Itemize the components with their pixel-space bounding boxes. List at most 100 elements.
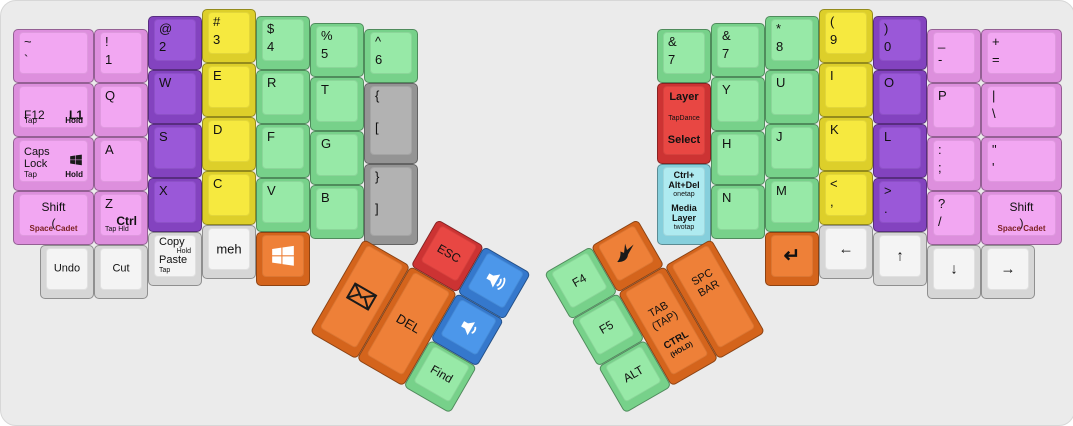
key-r[interactable]: R — [256, 69, 310, 124]
key-caps-lock-label: Lock — [24, 158, 48, 171]
key-v[interactable]: V — [256, 177, 310, 232]
key-b[interactable]: B — [310, 184, 364, 239]
key-mail[interactable] — [310, 238, 411, 360]
key-enter[interactable]: ↵ — [765, 231, 819, 286]
key-s[interactable]: S — [148, 123, 202, 178]
key-tilde-label: ` — [24, 52, 29, 68]
key-h[interactable]: H — [711, 130, 765, 185]
key-o-cap: O — [879, 72, 921, 115]
key-arrow-down[interactable]: ↓ — [927, 245, 981, 300]
key-comma-cap: <, — [825, 174, 867, 216]
key-arrow-up[interactable]: ↑ — [873, 231, 927, 286]
key-l[interactable]: L — [873, 123, 927, 178]
key-j[interactable]: J — [765, 123, 819, 178]
key-5[interactable]: %5 — [310, 22, 364, 77]
key-6-label: ^ — [375, 34, 382, 50]
key-right-shift-cap: Shift)Space Cadet — [987, 194, 1056, 237]
key-quote[interactable]: "' — [981, 137, 1062, 192]
key-p[interactable]: P — [927, 83, 981, 138]
key-k[interactable]: K — [819, 117, 873, 171]
key-u[interactable]: U — [765, 69, 819, 124]
key-slash[interactable]: ?/ — [927, 191, 981, 246]
key-z-ctrl-label: Ctrl — [116, 214, 137, 229]
key-left-bracket-label: { — [375, 88, 380, 104]
key-6-cap: ^6 — [370, 32, 412, 75]
key-volume-down[interactable] — [430, 292, 505, 367]
key-d-cap: D — [208, 120, 250, 162]
key-7-inner[interactable]: &7 — [657, 29, 711, 84]
key-cut[interactable]: Cut — [94, 245, 148, 300]
key-1[interactable]: !1 — [94, 29, 148, 84]
key-arrow-left[interactable]: ← — [819, 225, 873, 279]
key-left-bracket[interactable]: {[ — [364, 83, 418, 165]
key-l-cap: L — [879, 126, 921, 169]
key-w[interactable]: W — [148, 69, 202, 124]
key-minus[interactable]: _- — [927, 29, 981, 84]
key-f-cap: F — [262, 126, 304, 169]
key-left-shift[interactable]: Shift(Space Cadet — [13, 191, 94, 246]
key-6[interactable]: ^6 — [364, 29, 418, 84]
key-r-cap: R — [262, 72, 304, 115]
key-meh[interactable]: meh — [202, 225, 256, 279]
vol-high-icon — [480, 264, 513, 297]
key-3[interactable]: #3 — [202, 9, 256, 63]
key-ctrl-alt-del-media-label: onetap — [673, 191, 695, 199]
key-4[interactable]: $4 — [256, 15, 310, 70]
key-g[interactable]: G — [310, 130, 364, 185]
key-left-bracket-label: [ — [375, 120, 379, 136]
key-comma[interactable]: <, — [819, 171, 873, 225]
key-e[interactable]: E — [202, 63, 256, 117]
key-caps-lock-label: Tap — [24, 170, 37, 180]
key-m[interactable]: M — [765, 177, 819, 232]
key-x[interactable]: X — [148, 177, 202, 232]
key-0[interactable]: )0 — [873, 15, 927, 70]
key-c[interactable]: C — [202, 171, 256, 225]
key-2[interactable]: @2 — [148, 15, 202, 70]
key-q[interactable]: Q — [94, 83, 148, 138]
key-right-bracket[interactable]: }] — [364, 164, 418, 246]
key-arrow-right[interactable]: → — [981, 245, 1035, 300]
key-tilde[interactable]: ~` — [13, 29, 94, 84]
key-v-label: V — [267, 182, 276, 198]
key-7[interactable]: &7 — [711, 22, 765, 77]
key-bird[interactable] — [590, 218, 665, 293]
key-volume-up[interactable] — [457, 245, 532, 320]
key-o[interactable]: O — [873, 69, 927, 124]
key-y-label: Y — [722, 81, 731, 97]
key-right-shift[interactable]: Shift)Space Cadet — [981, 191, 1062, 246]
key-a[interactable]: A — [94, 137, 148, 192]
key-9[interactable]: (9 — [819, 9, 873, 63]
win-white-icon — [270, 243, 296, 269]
key-period[interactable]: >. — [873, 177, 927, 232]
key-undo[interactable]: Undo — [40, 245, 94, 300]
key-backslash[interactable]: |\ — [981, 83, 1062, 138]
key-d[interactable]: D — [202, 117, 256, 171]
key-n-cap: N — [717, 187, 759, 230]
key-j-label: J — [776, 128, 783, 144]
key-t[interactable]: T — [310, 76, 364, 131]
key-arrow-left-label: ← — [838, 240, 854, 258]
key-layer-tapdance-select-label: Layer — [669, 91, 699, 104]
key-equals-label: = — [992, 52, 1000, 68]
key-ctrl-alt-del-media-label: twotap — [673, 224, 695, 232]
key-left-win[interactable] — [256, 231, 310, 286]
key-f[interactable]: F — [256, 123, 310, 178]
key-6-label: 6 — [375, 52, 383, 68]
key-8-cap: *8 — [771, 18, 813, 61]
key-semicolon[interactable]: :; — [927, 137, 981, 192]
key-i[interactable]: I — [819, 63, 873, 117]
key-y[interactable]: Y — [711, 76, 765, 131]
key-equals[interactable]: += — [981, 29, 1062, 84]
key-2-label: 2 — [159, 38, 167, 54]
key-n[interactable]: N — [711, 184, 765, 239]
key-left-shift-label: ( — [51, 216, 56, 231]
key-8[interactable]: *8 — [765, 15, 819, 70]
key-arrow-right-cap: → — [987, 248, 1029, 291]
